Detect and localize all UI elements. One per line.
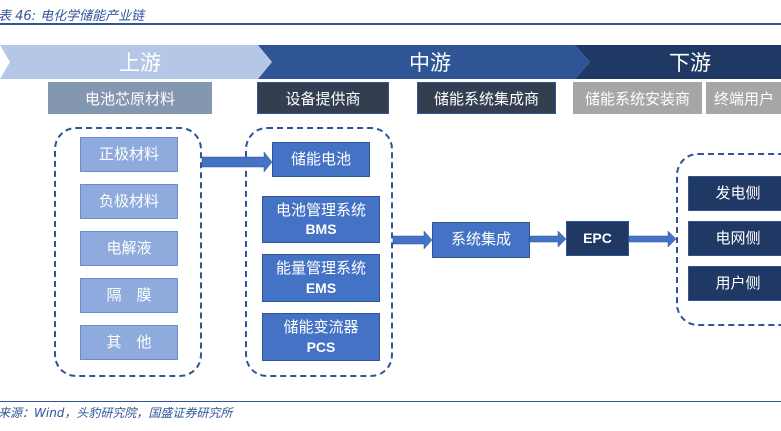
midstream-label: 中游	[409, 51, 451, 75]
source-divider	[0, 401, 781, 402]
downstream-item: 发电侧	[688, 176, 781, 211]
arrow-integration-to-epc	[529, 230, 567, 248]
upstream-banner	[0, 45, 272, 79]
pcs-name: 储能变流器	[283, 318, 359, 337]
title-divider	[0, 23, 781, 25]
upstream-item: 正极材料	[80, 137, 178, 172]
epc-box: EPC	[566, 221, 629, 256]
arrow-midstream-to-integration	[392, 230, 433, 250]
storage-battery: 储能电池	[272, 142, 370, 177]
stage-banners	[0, 45, 781, 79]
upstream-item: 电解液	[80, 231, 178, 266]
upstream-label: 上游	[119, 51, 161, 75]
upstream-item: 其 他	[80, 325, 178, 360]
installer-category: 储能系统安装商	[573, 82, 702, 114]
upstream-group	[54, 127, 202, 377]
downstream-item: 用户侧	[688, 266, 781, 301]
upstream-item: 隔 膜	[80, 278, 178, 313]
downstream-label: 下游	[669, 51, 711, 75]
upstream-category: 电池芯原材料	[48, 82, 212, 114]
figure-title: 表 46: 电化学储能产业链	[0, 9, 145, 24]
upstream-item: 负极材料	[80, 184, 178, 219]
system-integration: 系统集成	[432, 222, 530, 258]
bms-name: 电池管理系统	[275, 200, 366, 219]
equipment-provider-category: 设备提供商	[257, 82, 389, 114]
end-user-category: 终端用户	[706, 82, 781, 114]
downstream-item: 电网侧	[688, 221, 781, 256]
downstream-group	[676, 153, 781, 326]
source-note: 来源：Wind，头豹研究院，国盛证券研究所	[0, 406, 233, 420]
ems-abbr: EMS	[305, 279, 337, 296]
arrow-epc-to-downstream	[628, 230, 677, 248]
midstream-group	[245, 127, 393, 377]
ems-name: 能量管理系统	[275, 259, 366, 278]
midstream-banner	[258, 45, 590, 79]
downstream-banner	[575, 45, 781, 79]
bms-abbr: BMS	[305, 221, 337, 238]
integrator-category: 储能系统集成商	[417, 82, 556, 114]
pcs-abbr: PCS	[306, 338, 336, 355]
bms-box: 电池管理系统 BMS	[262, 196, 380, 243]
